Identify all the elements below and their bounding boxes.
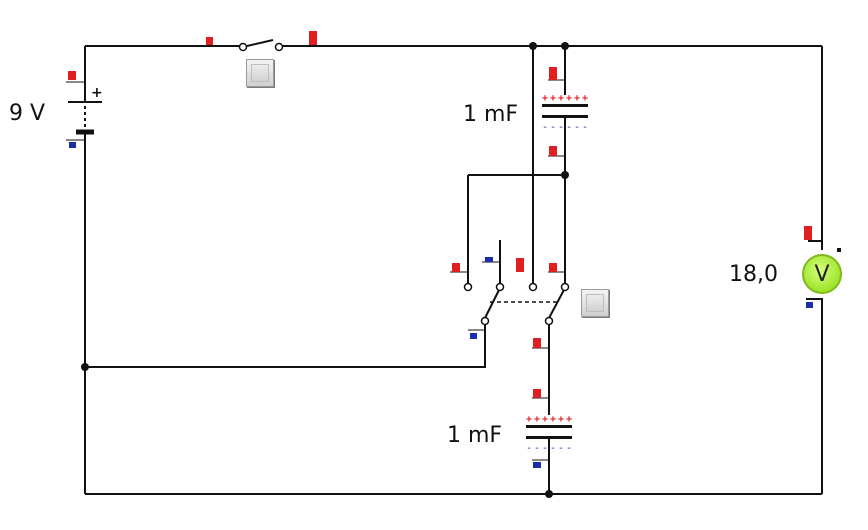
- top-switch-toggle-button[interactable]: [246, 59, 274, 87]
- capacitor-bottom-plate-negative: [526, 436, 572, 439]
- battery-voltage-label: 9 V: [9, 101, 46, 126]
- potential-indicator-high: [804, 226, 812, 240]
- potential-indicator-high: [452, 263, 460, 272]
- switch-contact: [528, 282, 538, 292]
- capacitor-bottom: ++++++ ------: [526, 414, 572, 454]
- capacitor-top-plate-positive: [542, 104, 588, 107]
- potential-indicator-high: [549, 146, 557, 156]
- switch-contact: [463, 282, 473, 292]
- capacitor-bottom-charge-plus: ++++++: [526, 414, 572, 425]
- battery-plus-sign: +: [91, 85, 103, 101]
- potential-indicator-high: [533, 389, 541, 398]
- voltmeter-polarity-dot: [837, 248, 841, 252]
- voltmeter-reading: 18,0: [729, 262, 778, 287]
- junction-dot: [545, 490, 553, 498]
- voltmeter[interactable]: V: [802, 254, 842, 294]
- switch-contact: [544, 316, 554, 326]
- switch-contact: [238, 42, 248, 52]
- capacitor-bottom-label: 1 mF: [447, 423, 503, 448]
- potential-indicator-high: [309, 31, 317, 45]
- capacitor-top-plate-negative: [542, 115, 588, 118]
- junction-dot: [561, 42, 569, 50]
- potential-indicator-low: [806, 302, 813, 308]
- potential-indicator-high: [533, 338, 541, 348]
- switch-contact: [274, 42, 284, 52]
- potential-indicator-low: [470, 333, 477, 339]
- dpdt-blade-left: [484, 287, 501, 319]
- junction-dot: [81, 363, 89, 371]
- potential-indicator-low: [69, 142, 76, 148]
- dpdt-blade-right: [548, 287, 566, 319]
- capacitor-top-label: 1 mF: [463, 102, 519, 127]
- wire-left-to-switch: [85, 322, 486, 368]
- switch-contact: [560, 282, 570, 292]
- junction-dot: [529, 42, 537, 50]
- potential-indicator-high: [549, 263, 557, 272]
- junction-dot: [561, 171, 569, 179]
- potential-indicator-low: [485, 257, 493, 262]
- potential-indicator-high: [68, 71, 76, 80]
- potential-indicator-high: [516, 258, 524, 272]
- capacitor-top-charge-minus: ------: [542, 122, 588, 133]
- voltmeter-symbol: V: [814, 261, 830, 287]
- capacitor-top: ++++++ ------: [542, 93, 588, 133]
- switch-contact: [480, 316, 490, 326]
- potential-indicator-high: [549, 67, 557, 80]
- potential-indicator-low: [533, 462, 541, 468]
- dpdt-switch-toggle-button[interactable]: [581, 289, 609, 317]
- capacitor-bottom-plate-positive: [526, 425, 572, 428]
- potential-indicator-high: [206, 37, 213, 45]
- switch-contact: [495, 282, 505, 292]
- capacitor-top-charge-plus: ++++++: [542, 93, 588, 104]
- top-switch-blade: [246, 39, 274, 47]
- capacitor-bottom-charge-minus: ------: [526, 443, 572, 454]
